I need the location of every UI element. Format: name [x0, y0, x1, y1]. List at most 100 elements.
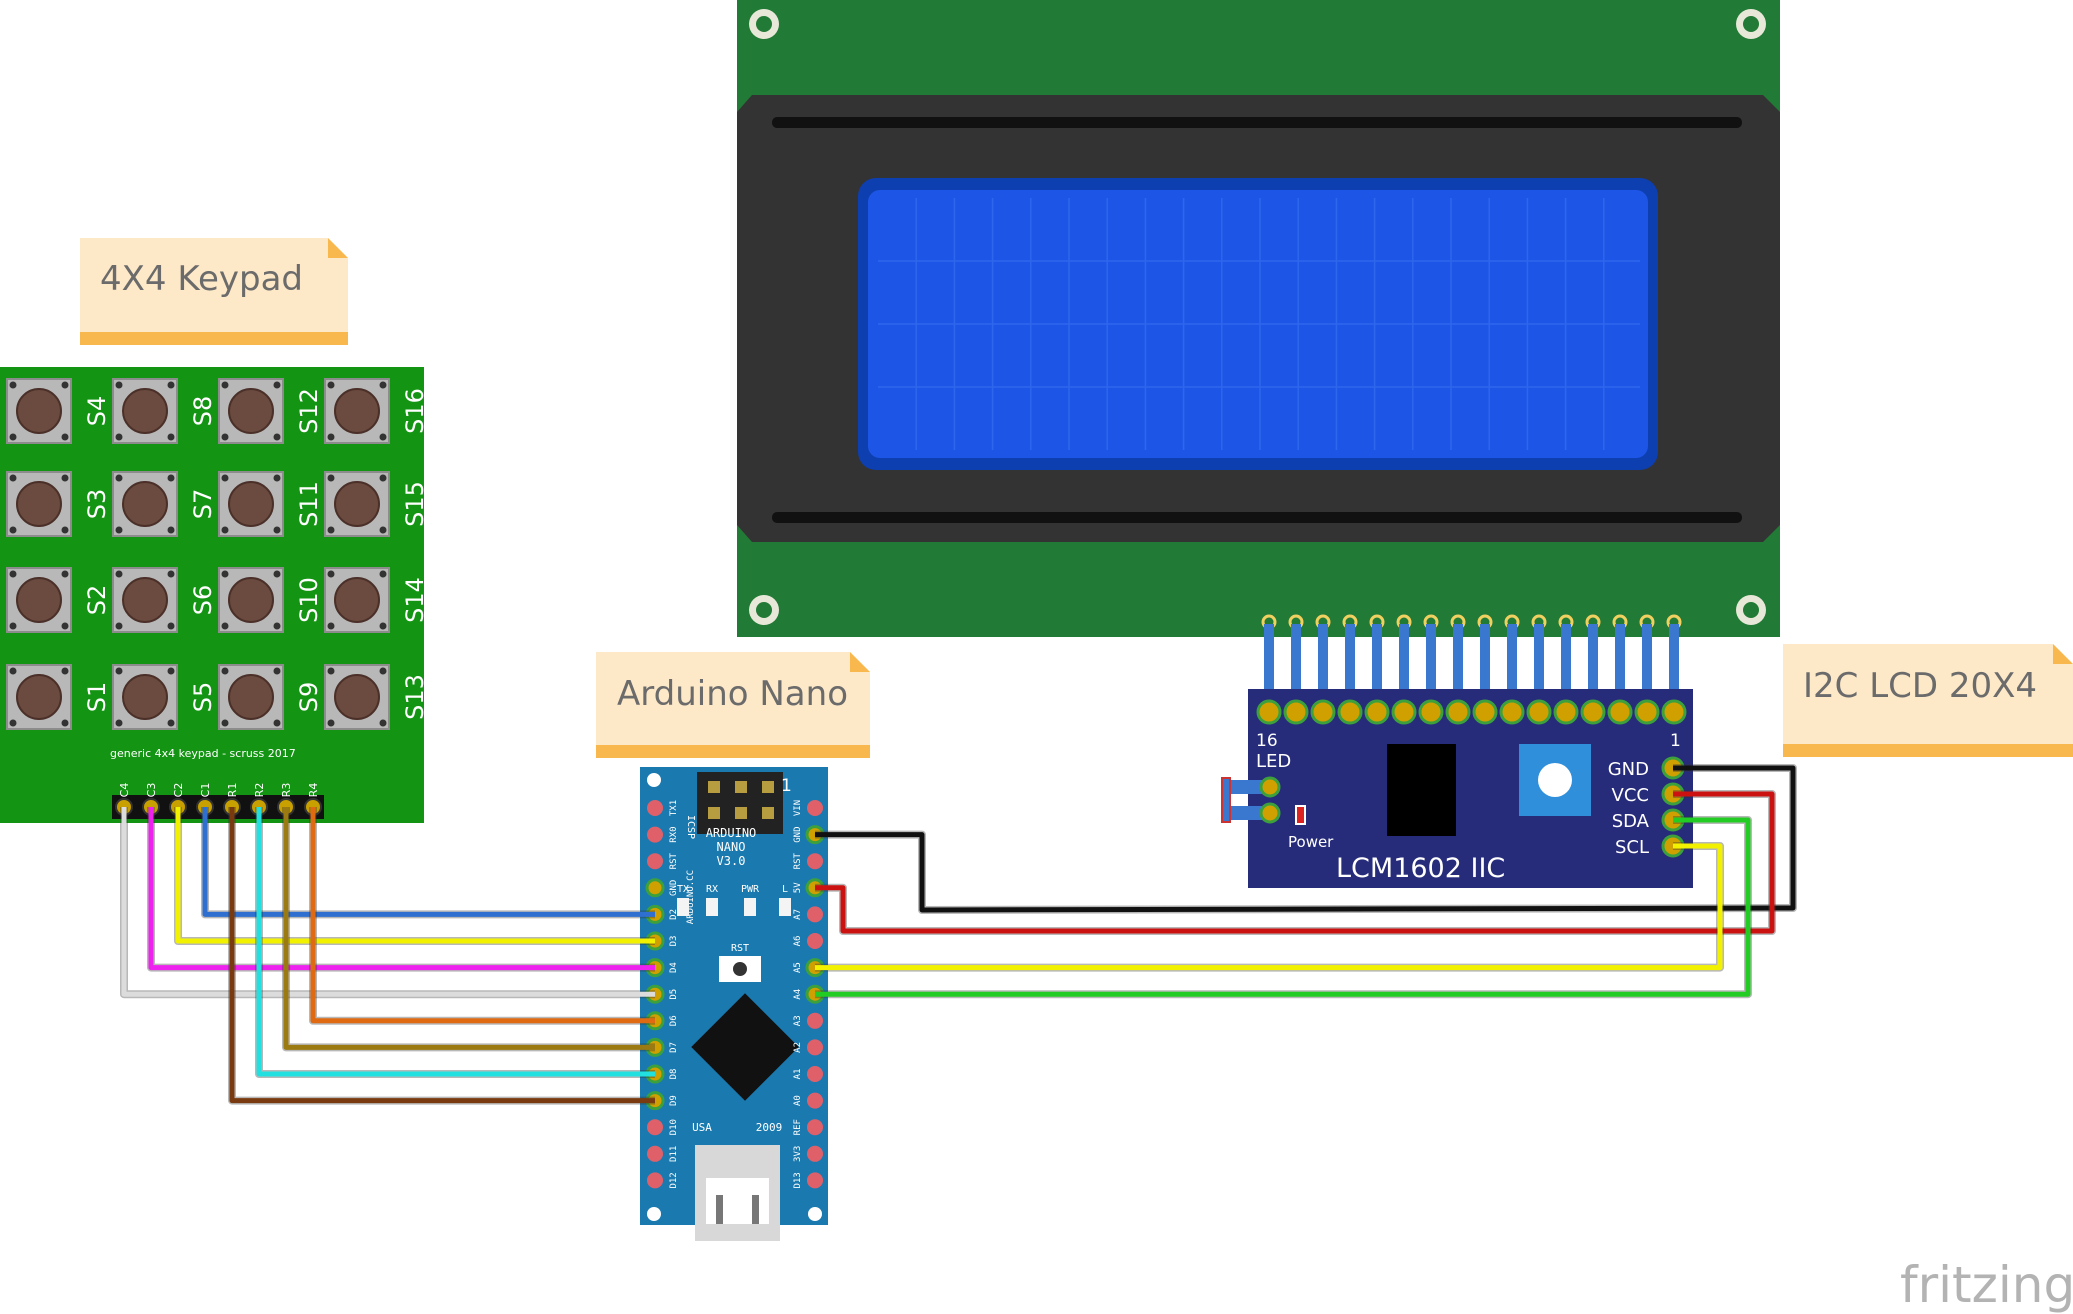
keypad-pin-label-r4: R4 — [307, 783, 320, 798]
nano-side-mark: ARDUINO.CC — [686, 870, 696, 924]
nano-pin-label: D7 — [669, 1042, 679, 1053]
nano-pin-3v3 — [807, 1145, 823, 1162]
keypad-key-label: S5 — [189, 682, 217, 713]
nano-pin-label: D11 — [669, 1146, 679, 1162]
keypad-key-label: S9 — [295, 682, 323, 713]
keypad-credit: generic 4x4 keypad - scruss 2017 — [110, 747, 296, 760]
lcd-header-pins — [1261, 614, 1682, 712]
header-pin — [1642, 624, 1652, 712]
keypad-key-label: S2 — [83, 585, 111, 616]
keypad-key-label: S12 — [295, 388, 323, 434]
keypad-key-s3[interactable]: S3 — [6, 471, 111, 537]
keypad-key-s4[interactable]: S4 — [6, 378, 111, 444]
header-pin — [1534, 624, 1544, 712]
nano-title-2: NANO — [717, 840, 746, 854]
keypad-pin-label-r3: R3 — [280, 783, 293, 798]
keypad-key-s14[interactable]: S14 — [324, 567, 429, 633]
wire-c1-d2 — [202, 807, 655, 917]
led-rx — [706, 898, 718, 916]
led-label: LED — [1256, 751, 1291, 772]
i2c-pin-label-sda: SDA — [1612, 811, 1650, 832]
led-l — [779, 898, 791, 916]
nano-pin-label: VIN — [793, 800, 803, 816]
nano-pin-label: A3 — [793, 1015, 803, 1026]
nano-pin-label: D10 — [669, 1119, 679, 1135]
wire-r2-d8 — [256, 807, 655, 1077]
nano-pin-a6 — [807, 933, 823, 949]
keypad-key-s1[interactable]: S1 — [6, 664, 111, 730]
wire-c4-d5 — [121, 807, 655, 997]
nano-pin-label: A5 — [793, 962, 803, 973]
keypad-key-s16[interactable]: S16 — [324, 378, 429, 444]
board-model: LCM1602 IIC — [1336, 853, 1505, 884]
keypad-key-s8[interactable]: S8 — [112, 378, 217, 444]
nano-pin-vin — [807, 800, 823, 816]
note-keypad: 4X4 Keypad — [80, 238, 348, 345]
keypad-key-label: S14 — [401, 577, 429, 623]
keypad-key-label: S13 — [401, 674, 429, 720]
nano-pin-label: TX1 — [669, 800, 679, 816]
led-label-rx: RX — [706, 884, 718, 895]
usa-label: USA — [692, 1121, 712, 1134]
nano-pin-label: D6 — [669, 1015, 679, 1026]
nano-pin-label: RX0 — [669, 826, 679, 842]
keypad-key-s6[interactable]: S6 — [112, 567, 217, 633]
nano-pin-a1 — [807, 1066, 823, 1082]
keypad-key-s9[interactable]: S9 — [218, 664, 323, 730]
keypad-key-s13[interactable]: S13 — [324, 664, 429, 730]
wire-a5-scl — [815, 843, 1723, 971]
year-label: 2009 — [756, 1121, 783, 1134]
nano-pin-d10 — [647, 1119, 663, 1136]
lcd-module — [737, 0, 1780, 637]
i2c-pin-label-vcc: VCC — [1612, 785, 1649, 806]
keypad-key-s2[interactable]: S2 — [6, 567, 111, 633]
keypad-key-s7[interactable]: S7 — [112, 471, 217, 537]
nano-pin-label: RST — [793, 852, 803, 869]
keypad-key-s11[interactable]: S11 — [218, 471, 323, 537]
i2c-pin-label-gnd: GND — [1608, 759, 1649, 780]
header-pin — [1399, 624, 1409, 712]
nano-pin-label: D9 — [669, 1095, 679, 1106]
nano-pin-label: D12 — [669, 1172, 679, 1188]
keypad-key-label: S15 — [401, 481, 429, 527]
nano-pin-a3 — [807, 1012, 823, 1029]
note-lcd: I2C LCD 20X4 — [1783, 644, 2073, 757]
nano-pin-a2 — [807, 1039, 823, 1056]
keypad-key-s15[interactable]: S15 — [324, 471, 429, 537]
header-pin — [1507, 624, 1517, 712]
i2c-pin-label-scl: SCL — [1615, 837, 1649, 858]
header-pin — [1372, 624, 1382, 712]
header-pin — [1264, 624, 1274, 712]
pin1-mark: 1 — [781, 776, 792, 796]
nano-pin-label: RST — [669, 852, 679, 869]
nano-pin-label: GND — [793, 826, 803, 842]
keypad-key-s5[interactable]: S5 — [112, 664, 217, 730]
wire-c3-d4 — [148, 807, 655, 971]
keypad-key-s10[interactable]: S10 — [218, 567, 323, 633]
keypad-key-label: S8 — [189, 396, 217, 427]
nano-pin-rst — [807, 853, 823, 870]
nano-pin-tx1 — [647, 800, 663, 816]
pin16-label: 16 — [1256, 731, 1278, 751]
nano-pin-label: GND — [669, 880, 679, 896]
note-arduino: Arduino Nano — [596, 652, 870, 758]
fritzing-watermark: fritzing — [1900, 1256, 2073, 1314]
nano-pin-rx0 — [647, 826, 663, 843]
header-pin — [1669, 624, 1679, 712]
nano-pin-label: 5V — [793, 882, 803, 893]
wire-gnd-gnd — [815, 765, 1796, 913]
lcd-character-grid — [878, 198, 1640, 450]
keypad-pin-label-c4: C4 — [118, 783, 131, 798]
nano-pin-d11 — [647, 1145, 663, 1162]
header-pin — [1480, 624, 1490, 712]
wire-5v-vcc — [815, 791, 1775, 934]
nano-pin-label: A4 — [793, 989, 803, 1000]
note-arduino-text: Arduino Nano — [617, 674, 848, 714]
nano-title-1: ARDUINO — [706, 826, 757, 840]
keypad-key-s12[interactable]: S12 — [218, 378, 323, 444]
note-keypad-text: 4X4 Keypad — [100, 259, 303, 299]
nano-pin-ref — [807, 1119, 823, 1136]
